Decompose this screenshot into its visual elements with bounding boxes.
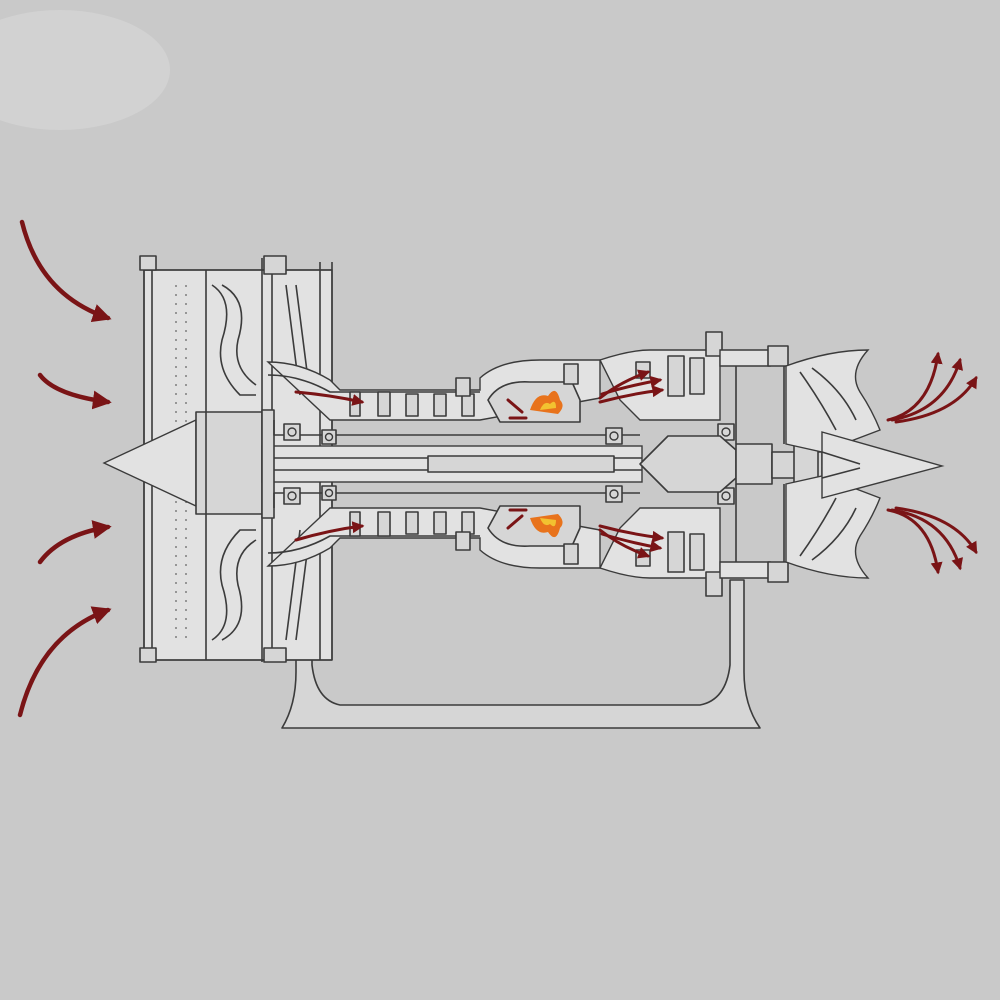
turbine-hub	[639, 435, 823, 493]
turbine-casing-lower	[599, 507, 723, 597]
light-glare	[0, 10, 170, 130]
turbine-arrow-upper-1	[598, 369, 651, 400]
turbine-airflow-arrows	[598, 369, 665, 559]
flame-lower-icon	[506, 508, 563, 538]
exhaust-arrow-lower-2	[890, 508, 963, 571]
turbine-casing-upper	[599, 331, 723, 421]
turbine-arrow-lower-3	[598, 524, 665, 543]
compressor-arrow-upper	[294, 390, 365, 406]
tail-cone	[821, 431, 945, 499]
exhaust-nozzle	[785, 349, 881, 579]
engine-stand	[281, 579, 761, 729]
intake-arrow-2	[37, 372, 112, 410]
turbine-arrow-upper-2	[600, 375, 663, 396]
exhaust-airflow-arrows	[886, 351, 978, 575]
exhaust-arrow-upper-2	[890, 357, 963, 422]
exhaust-arrow-upper-3	[894, 375, 978, 424]
exhaust-arrow-lower-3	[894, 506, 978, 555]
flame-upper-icon	[506, 390, 563, 420]
turbine-arrow-lower-1	[598, 528, 651, 559]
intake-arrow-3	[37, 520, 112, 565]
exhaust-arrow-lower-1	[886, 508, 943, 575]
turbine-arrow-lower-2	[600, 532, 663, 553]
turbine-arrow-upper-3	[598, 385, 665, 404]
exhaust-arrow-upper-1	[886, 351, 943, 422]
nose-cone	[102, 411, 263, 515]
combustion-flames	[506, 390, 563, 538]
intake-arrow-1	[19, 219, 112, 323]
compressor-airflow-arrows	[294, 390, 365, 542]
intake-arrow-4	[17, 606, 112, 718]
bearings	[283, 423, 735, 505]
intake-airflow-arrows	[17, 219, 112, 718]
compressor-arrow-lower	[294, 521, 365, 542]
exhaust-casing	[719, 345, 789, 583]
